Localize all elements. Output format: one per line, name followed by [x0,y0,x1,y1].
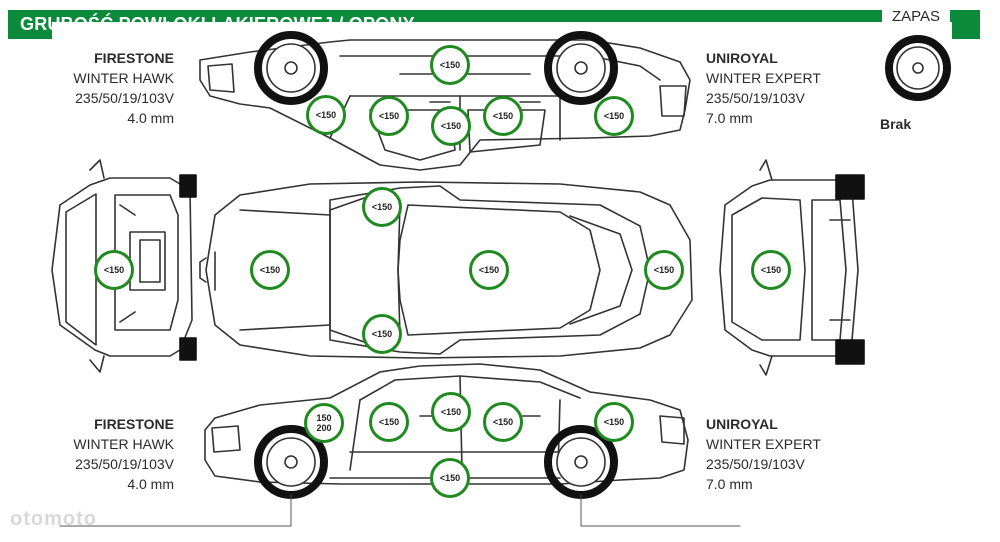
tire-depth: 4.0 mm [127,476,174,492]
tire-brand: FIRESTONE [94,416,174,432]
gauge-bottom-front-door: <150 [369,402,409,442]
tire-model: WINTER EXPERT [706,70,821,86]
gauge-front-view: <150 [94,250,134,290]
gauge-rear-view: <150 [751,250,791,290]
tire-depth: 4.0 mm [127,110,174,126]
gauge-top-roof: <150 [430,45,470,85]
gauge-value-max: 200 [316,423,332,433]
gauge-top-rear-door: <150 [483,96,523,136]
watermark: otomoto [10,508,97,530]
gauge-top-center: <150 [431,106,471,146]
tire-size: 235/50/19/103V [75,90,174,106]
car-plan-view [199,181,693,359]
gauge-top-front-fender: <150 [306,95,346,135]
gauge-plan-a-pillar-top: <150 [362,187,402,227]
tire-info-rear-top: UNIROYAL WINTER EXPERT 235/50/19/103V 7.… [706,48,866,128]
tire-size: 235/50/19/103V [75,456,174,472]
gauge-top-rear-fender: <150 [594,96,634,136]
wheel-top-rear [544,31,618,105]
gauge-bottom-rear-door: <150 [483,402,523,442]
tire-model: WINTER HAWK [73,436,174,452]
spare-status: Brak [880,116,912,132]
gauge-bottom-center: <150 [431,392,471,432]
gauge-top-front-door: <150 [369,96,409,136]
tire-size: 235/50/19/103V [706,456,805,472]
tire-info-front-bottom: FIRESTONE WINTER HAWK 235/50/19/103V 4.0… [40,414,174,494]
wheel-top-front [254,31,328,105]
tire-brand: FIRESTONE [94,50,174,66]
tire-brand: UNIROYAL [706,50,778,66]
spare-wheel [885,35,951,101]
gauge-bottom-rear-fender: <150 [594,402,634,442]
tire-model: WINTER EXPERT [706,436,821,452]
gauge-value-min: 150 [316,413,332,423]
gauge-plan-a-pillar-bottom: <150 [362,314,402,354]
spare-title: ZAPAS [882,8,950,25]
leader-lines [59,494,741,527]
gauge-bottom-front-fender: 150 200 [304,403,344,443]
tire-depth: 7.0 mm [706,476,753,492]
tire-brand: UNIROYAL [706,416,778,432]
gauge-bottom-sill: <150 [430,458,470,498]
car-front-view [51,159,197,373]
tire-size: 235/50/19/103V [706,90,805,106]
tire-info-front-top: FIRESTONE WINTER HAWK 235/50/19/103V 4.0… [40,48,174,128]
tire-info-rear-bottom: UNIROYAL WINTER EXPERT 235/50/19/103V 7.… [706,414,866,494]
tire-model: WINTER HAWK [73,70,174,86]
car-rear-view [719,159,865,376]
gauge-plan-trunk: <150 [644,250,684,290]
gauge-plan-roof: <150 [469,250,509,290]
gauge-plan-hood: <150 [250,250,290,290]
tire-depth: 7.0 mm [706,110,753,126]
